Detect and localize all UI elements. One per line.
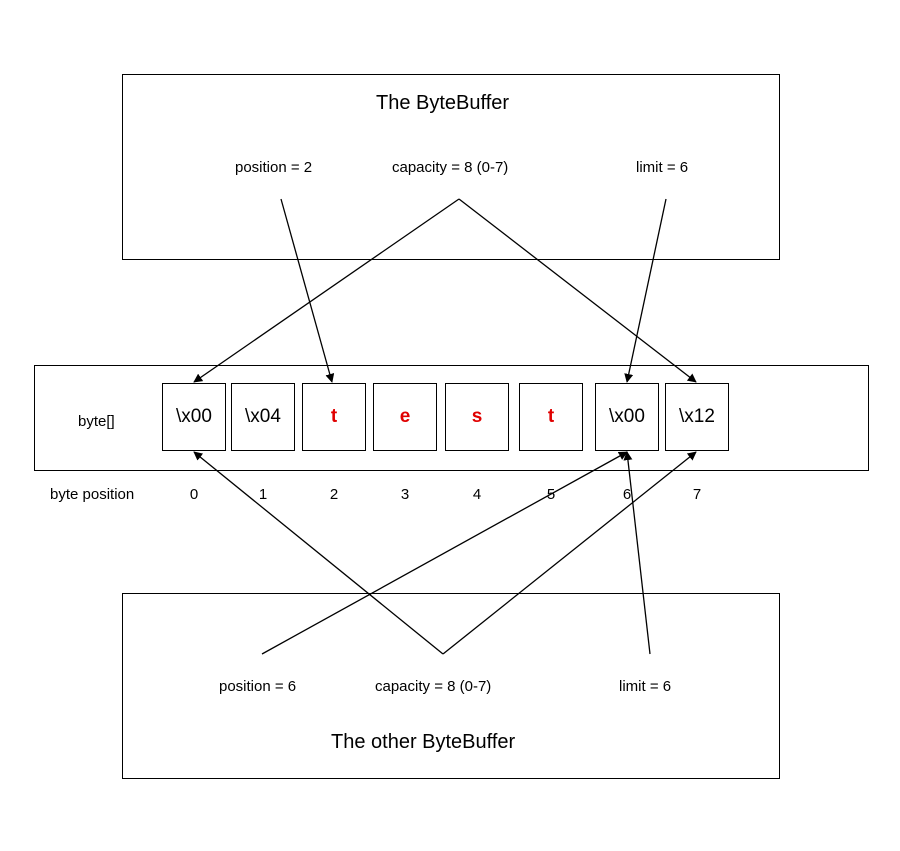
top-capacity-arrow-left — [193, 198, 460, 383]
byte-index-label: 7 — [692, 486, 702, 503]
byte-cell: t — [519, 383, 583, 451]
bottom-limit-arrow — [623, 451, 651, 655]
byte-index-label: 3 — [400, 486, 410, 503]
bottom-capacity-label: capacity = 8 (0-7) — [375, 678, 492, 695]
byte-array-label: byte[] — [78, 413, 115, 430]
byte-index-label: 2 — [329, 486, 339, 503]
byte-index-label: 1 — [258, 486, 268, 503]
byte-cell: \x04 — [231, 383, 295, 451]
bottom-capacity-arrow-right — [442, 451, 697, 655]
byte-cell: t — [302, 383, 366, 451]
byte-index-label: 0 — [189, 486, 199, 503]
bottom-capacity-arrow-left — [193, 451, 444, 655]
top-bytebuffer-box — [122, 74, 780, 260]
byte-cell: s — [445, 383, 509, 451]
byte-cell: \x00 — [595, 383, 659, 451]
byte-cell: \x00 — [162, 383, 226, 451]
top-limit-label: limit = 6 — [636, 159, 689, 176]
bottom-position-arrow — [261, 451, 628, 655]
byte-cell: e — [373, 383, 437, 451]
top-position-arrow — [280, 198, 335, 383]
byte-cell: \x12 — [665, 383, 729, 451]
byte-array-box — [34, 365, 869, 471]
bottom-bytebuffer-box — [122, 593, 780, 779]
top-bytebuffer-title: The ByteBuffer — [376, 92, 510, 114]
bottom-position-label: position = 6 — [219, 678, 297, 695]
top-capacity-label: capacity = 8 (0-7) — [392, 159, 509, 176]
bottom-limit-label: limit = 6 — [619, 678, 672, 695]
byte-index-label: 4 — [472, 486, 482, 503]
top-limit-arrow — [624, 198, 667, 383]
top-position-label: position = 2 — [235, 159, 313, 176]
byte-position-caption: byte position — [50, 486, 135, 503]
byte-index-label: 6 — [622, 486, 632, 503]
bottom-bytebuffer-title: The other ByteBuffer — [331, 731, 516, 753]
top-capacity-arrow-right — [458, 198, 697, 383]
